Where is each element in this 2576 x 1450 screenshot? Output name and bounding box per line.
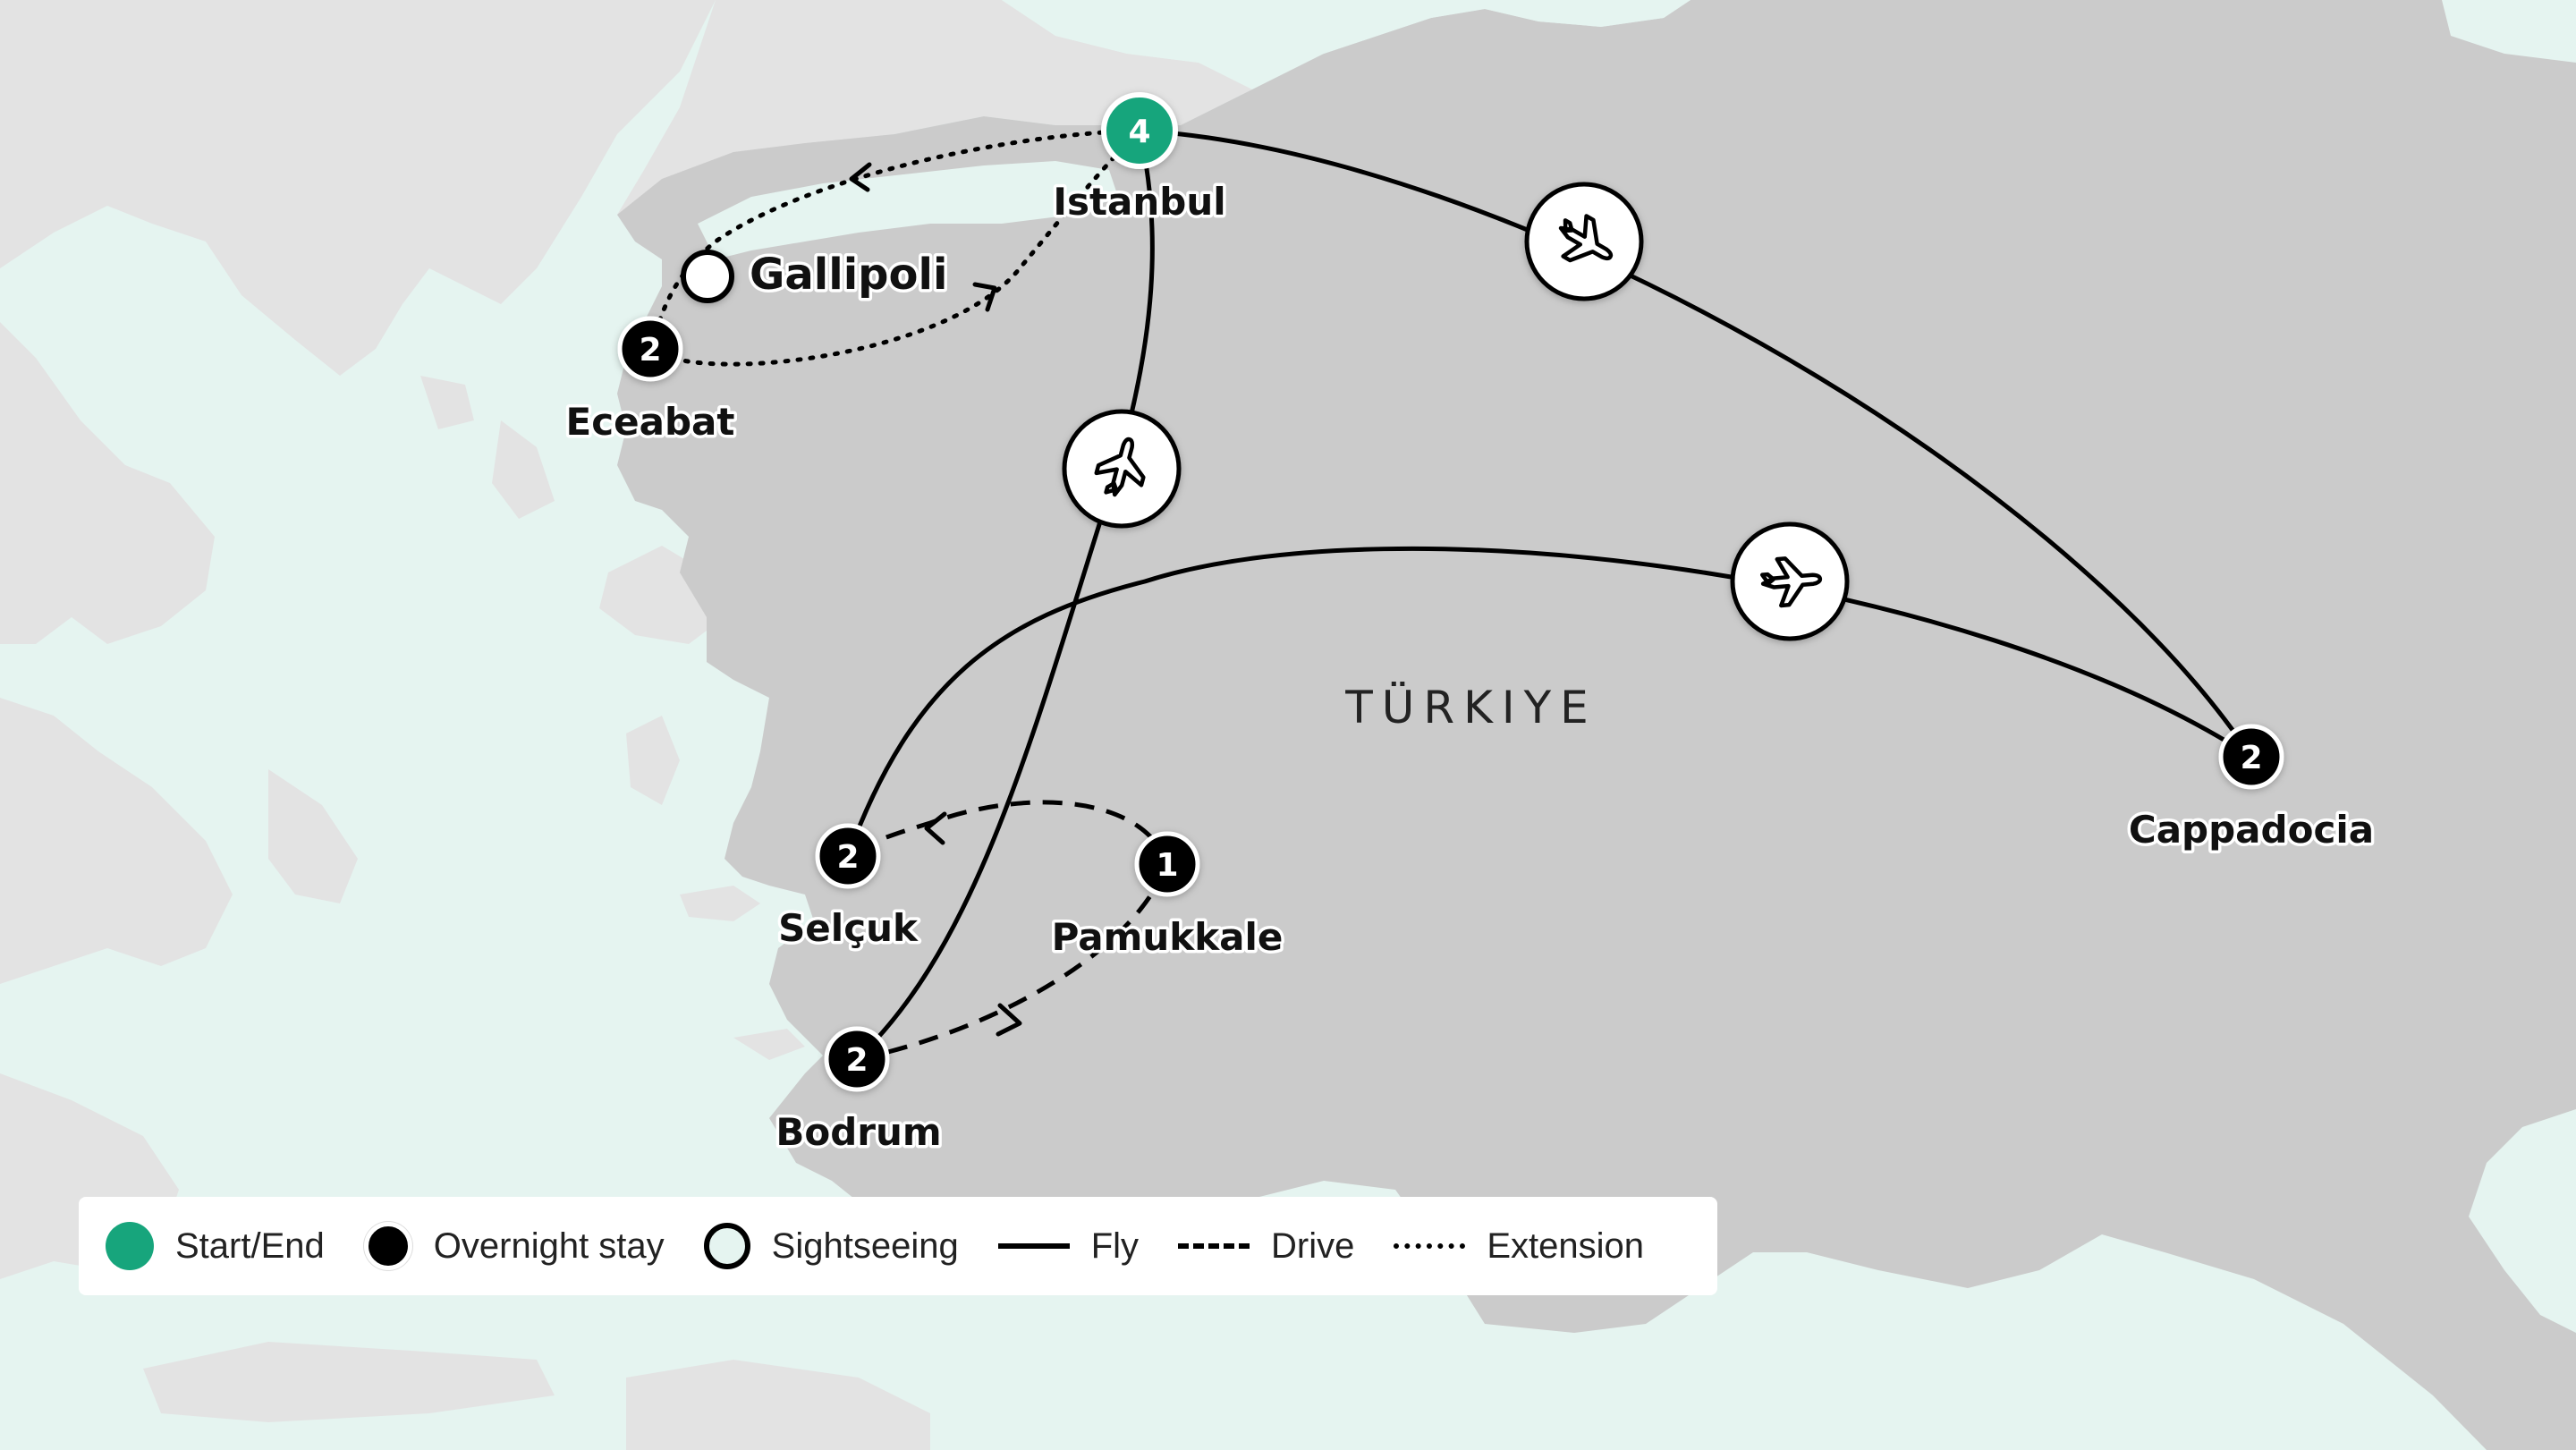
label-cappadocia: Cappadocia xyxy=(2129,808,2374,852)
label-eceabat: Eceabat xyxy=(566,400,735,444)
country-label: TÜRKIYE xyxy=(1344,682,1597,733)
land-west-light-3 xyxy=(0,698,233,984)
route-extension-istanbul-eceabat xyxy=(648,128,1142,352)
plane-badge-east xyxy=(1730,521,1850,641)
island-kos xyxy=(733,1029,805,1060)
land-west-light xyxy=(0,0,716,376)
marker-istanbul-nights: 4 xyxy=(1128,114,1150,150)
land-turkiye xyxy=(617,0,2576,1450)
mediterranean-east xyxy=(2469,1109,2576,1333)
black-sea xyxy=(1002,0,1690,68)
marker-pamukkale-nights: 1 xyxy=(1156,847,1178,884)
legend-label-drive: Drive xyxy=(1271,1225,1355,1266)
marker-bodrum[interactable]: 2 xyxy=(824,1026,890,1092)
route-fly-istanbul-cappadocia xyxy=(1139,128,2254,759)
legend-item-drive: Drive xyxy=(1178,1226,1354,1267)
land-north-light xyxy=(617,0,1252,215)
legend-item-start-end: Start/End xyxy=(106,1222,325,1270)
arrow-extension-west xyxy=(849,162,872,192)
land-west-light-4 xyxy=(268,769,358,903)
legend-label-start-end: Start/End xyxy=(175,1225,325,1266)
arrow-drive-east xyxy=(996,1003,1022,1037)
route-drive-bodrum-pamukkale xyxy=(856,863,1170,1062)
marker-pamukkale[interactable]: 1 xyxy=(1134,831,1200,897)
land-west-light-6 xyxy=(420,376,474,429)
legend-label-fly: Fly xyxy=(1090,1225,1140,1266)
legend-item-overnight: Overnight stay xyxy=(363,1222,665,1270)
marker-selcuk-nights: 2 xyxy=(836,839,859,876)
label-selcuk: Selçuk xyxy=(778,906,919,950)
map-legend: Start/End Overnight stay Sightseeing Fly… xyxy=(79,1197,1717,1295)
label-bodrum: Bodrum xyxy=(775,1110,941,1154)
marker-cappadocia[interactable]: 2 xyxy=(2218,724,2284,790)
label-pamukkale: Pamukkale xyxy=(1052,915,1284,959)
dashed-line-icon xyxy=(1178,1243,1250,1249)
island-samos xyxy=(680,886,760,921)
solid-line-icon xyxy=(997,1243,1070,1249)
sightseeing-ring-icon xyxy=(703,1223,750,1269)
routes xyxy=(648,128,2254,1062)
label-gallipoli: Gallipoli xyxy=(750,250,947,300)
route-fly-cappadocia-selcuk xyxy=(845,546,2253,857)
marker-selcuk[interactable]: 2 xyxy=(815,823,881,889)
arrow-extension-east xyxy=(972,282,997,312)
legend-item-sightseeing: Sightseeing xyxy=(703,1223,959,1269)
land-south-bottom xyxy=(626,1360,930,1450)
marker-cappadocia-nights: 2 xyxy=(2240,740,2262,776)
island-chios xyxy=(626,716,680,805)
arrow-drive-west xyxy=(924,811,947,845)
plane-badge-central xyxy=(1062,409,1182,529)
sea-of-marmara xyxy=(698,161,1118,259)
start-end-dot-icon xyxy=(106,1222,154,1270)
legend-label-sightseeing: Sightseeing xyxy=(771,1225,959,1266)
plane-badge-north xyxy=(1524,182,1644,301)
dotted-line-icon xyxy=(1394,1243,1466,1249)
marker-istanbul[interactable]: 4 xyxy=(1101,92,1178,169)
legend-label-overnight: Overnight stay xyxy=(433,1225,665,1266)
label-istanbul: Istanbul xyxy=(1053,180,1225,224)
route-arrows xyxy=(849,162,1022,1037)
sea-ne-corner xyxy=(2442,0,2576,63)
marker-eceabat-nights: 2 xyxy=(639,332,661,369)
marker-eceabat[interactable]: 2 xyxy=(617,316,683,382)
legend-item-extension: Extension xyxy=(1394,1226,1644,1267)
overnight-dot-icon xyxy=(363,1222,412,1270)
marker-bodrum-nights: 2 xyxy=(845,1042,868,1079)
route-fly-bodrum-istanbul xyxy=(855,130,1155,1061)
route-extension-eceabat-istanbul xyxy=(648,128,1142,367)
legend-item-fly: Fly xyxy=(997,1225,1140,1267)
legend-label-extension: Extension xyxy=(1487,1225,1645,1266)
land-west-light-2 xyxy=(0,322,215,644)
land-west-light-5 xyxy=(492,420,555,519)
island-crete xyxy=(143,1342,555,1422)
marker-gallipoli[interactable] xyxy=(681,250,734,303)
